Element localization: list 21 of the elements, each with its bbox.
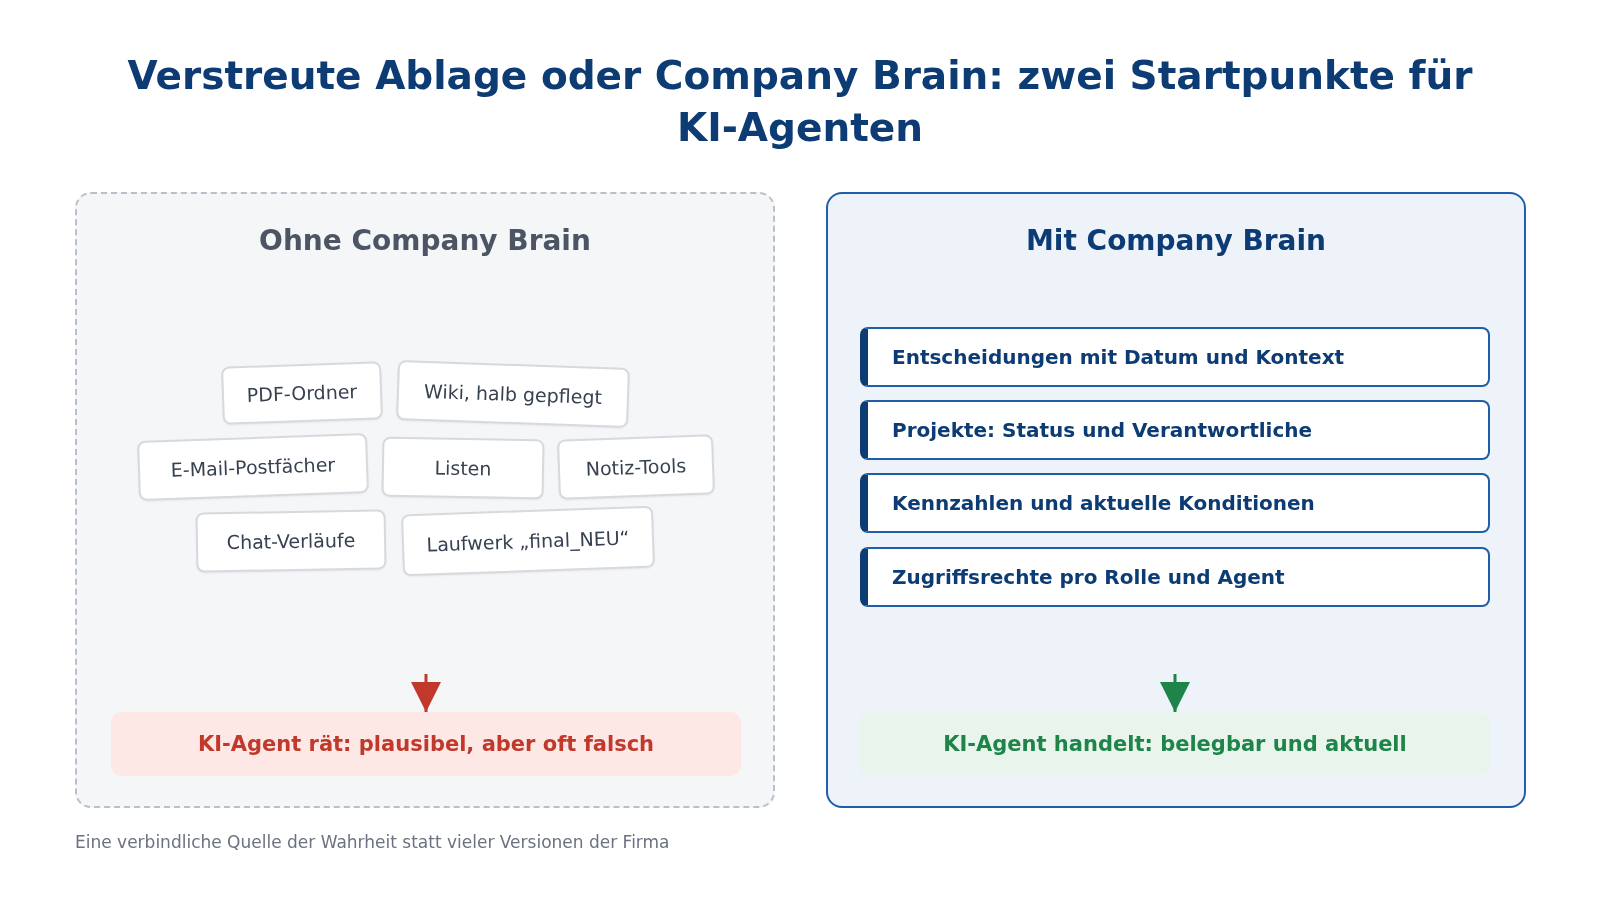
panel-heading: Ohne Company Brain	[258, 224, 592, 257]
source-chip: Wiki, halb gepflegt	[396, 359, 630, 429]
knowledge-item: Projekte: Status und Verantwortliche	[860, 400, 1490, 460]
comparison-panel	[75, 192, 775, 808]
down-arrow	[1160, 674, 1190, 712]
caption: Eine verbindliche Quelle der Wahrheit statt vieler Versionen der Firma	[75, 832, 670, 852]
result-box: KI-Agent handelt: belegbar und aktuell	[860, 712, 1490, 776]
source-chip: Notiz-Tools	[557, 434, 715, 500]
source-chip: PDF-Ordner	[221, 361, 383, 425]
result-box: KI-Agent rät: plausibel, aber oft falsch	[111, 712, 741, 776]
source-chip: E-Mail-Postfächer	[137, 433, 369, 501]
knowledge-item: Zugriffsrechte pro Rolle und Agent	[860, 547, 1490, 607]
title: Verstreute Ablage oder Company Brain: zwei Startpunkte für KI-Agenten	[126, 52, 1474, 152]
knowledge-item: Kennzahlen und aktuelle Konditionen	[860, 473, 1490, 533]
source-chip: Chat-Verläufe	[195, 509, 387, 573]
knowledge-item: Entscheidungen mit Datum und Kontext	[860, 327, 1490, 387]
down-arrow	[411, 674, 441, 712]
comparison-panel	[826, 192, 1526, 808]
panel-heading: Mit Company Brain	[1025, 224, 1327, 257]
source-chip: Listen	[381, 436, 545, 500]
source-chip: Laufwerk „final_NEU“	[401, 505, 655, 577]
